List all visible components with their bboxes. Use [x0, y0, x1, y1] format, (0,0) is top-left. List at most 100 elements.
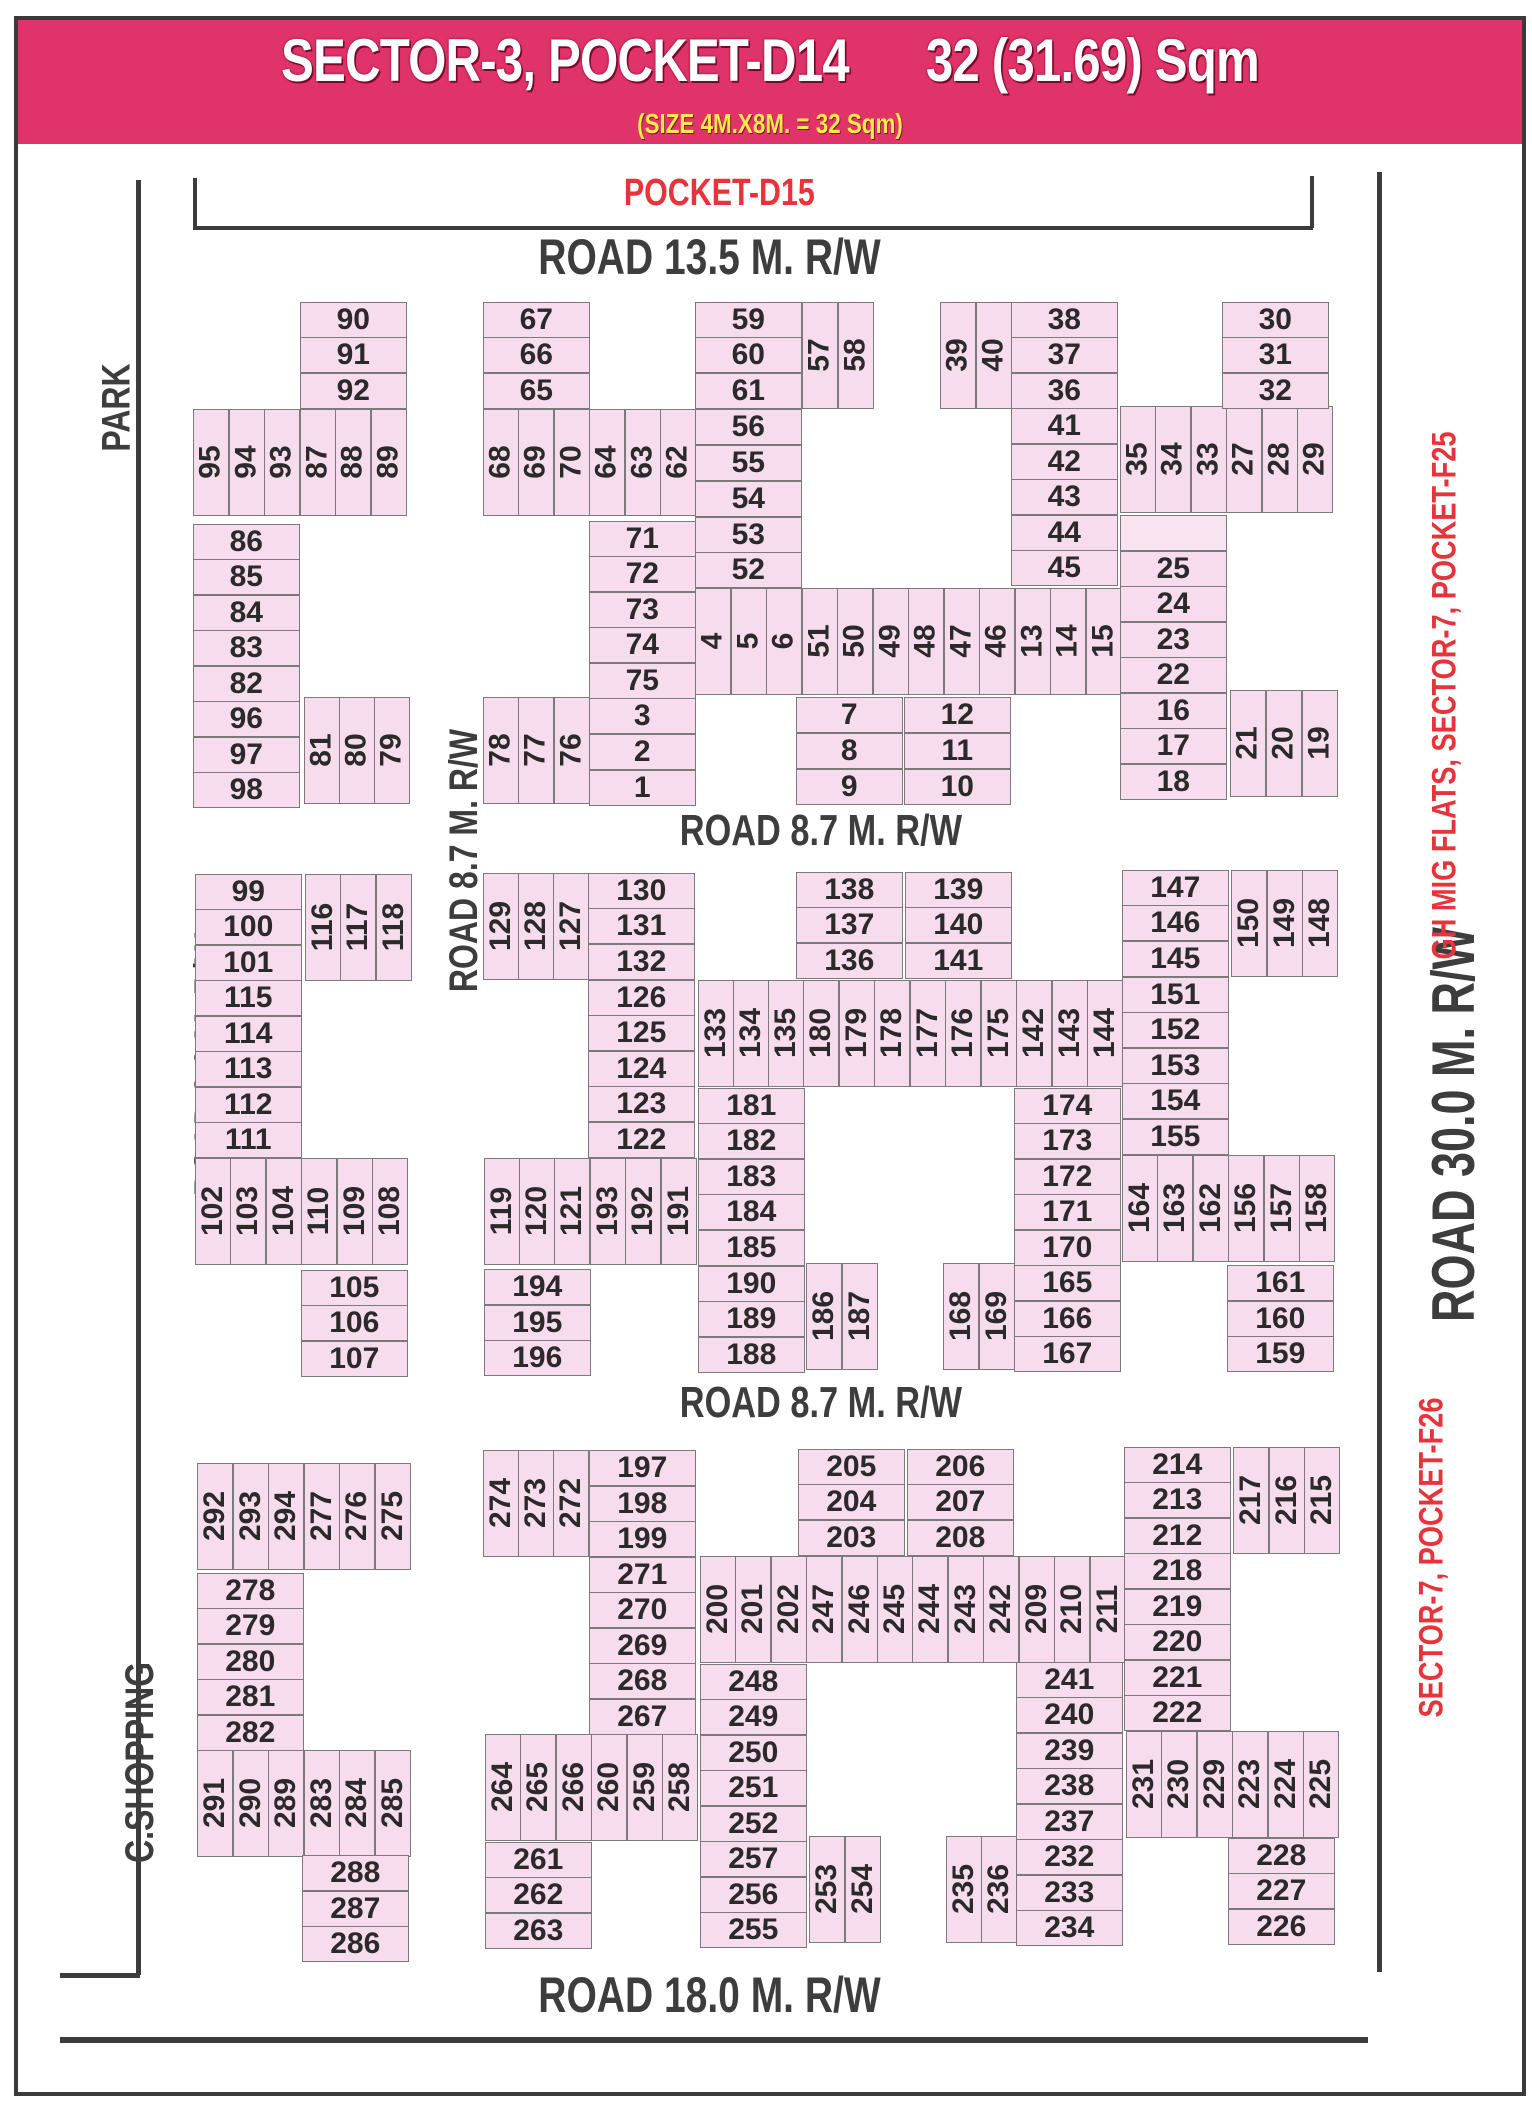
plot-220[interactable]: 220 — [1124, 1624, 1231, 1660]
plot-20[interactable]: 20 — [1266, 690, 1302, 797]
plot-117[interactable]: 117 — [340, 874, 376, 981]
plot-201[interactable]: 201 — [735, 1556, 771, 1663]
plot-13[interactable]: 13 — [1015, 588, 1051, 695]
plot-140[interactable]: 140 — [905, 907, 1012, 943]
plot-87[interactable]: 87 — [300, 409, 336, 516]
plot-3[interactable]: 3 — [589, 698, 696, 734]
plot-177[interactable]: 177 — [910, 980, 946, 1087]
plot-154[interactable]: 154 — [1122, 1083, 1229, 1119]
plot-196[interactable]: 196 — [484, 1340, 591, 1376]
plot-144[interactable]: 144 — [1087, 980, 1123, 1087]
plot-252[interactable]: 252 — [700, 1806, 807, 1842]
plot-106[interactable]: 106 — [301, 1305, 408, 1341]
plot-162[interactable]: 162 — [1193, 1155, 1229, 1262]
plot-81[interactable]: 81 — [304, 697, 340, 804]
plot-187[interactable]: 187 — [842, 1263, 878, 1370]
plot-1[interactable]: 1 — [589, 770, 696, 806]
plot-171[interactable]: 171 — [1014, 1194, 1121, 1230]
plot-211[interactable]: 211 — [1090, 1556, 1126, 1663]
plot-7[interactable]: 7 — [796, 697, 903, 733]
plot-32[interactable]: 32 — [1222, 373, 1329, 409]
plot-209[interactable]: 209 — [1019, 1556, 1055, 1663]
plot-36[interactable]: 36 — [1011, 373, 1118, 409]
plot-128[interactable]: 128 — [518, 873, 554, 980]
plot-226[interactable]: 226 — [1228, 1909, 1335, 1945]
plot-141[interactable]: 141 — [905, 943, 1012, 979]
plot-232[interactable]: 232 — [1016, 1839, 1123, 1875]
plot-182[interactable]: 182 — [698, 1123, 805, 1159]
plot-145[interactable]: 145 — [1122, 941, 1229, 977]
plot-205[interactable]: 205 — [798, 1449, 905, 1485]
plot-99[interactable]: 99 — [195, 874, 302, 910]
plot-272[interactable]: 272 — [553, 1450, 589, 1557]
plot-123[interactable]: 123 — [588, 1086, 695, 1122]
plot-17[interactable]: 17 — [1120, 728, 1227, 764]
plot-137[interactable]: 137 — [796, 907, 903, 943]
plot-76[interactable]: 76 — [554, 697, 590, 804]
plot-9[interactable]: 9 — [796, 769, 903, 805]
plot-110[interactable]: 110 — [301, 1158, 337, 1265]
plot-294[interactable]: 294 — [268, 1463, 304, 1570]
plot-43[interactable]: 43 — [1011, 479, 1118, 515]
plot-283[interactable]: 283 — [304, 1750, 340, 1857]
plot-118[interactable]: 118 — [376, 874, 412, 981]
plot-254[interactable]: 254 — [845, 1836, 881, 1943]
plot-109[interactable]: 109 — [337, 1158, 373, 1265]
plot-239[interactable]: 239 — [1016, 1733, 1123, 1769]
plot-94[interactable]: 94 — [229, 409, 265, 516]
plot-231[interactable]: 231 — [1126, 1731, 1162, 1838]
plot-68[interactable]: 68 — [483, 409, 519, 516]
plot-225[interactable]: 225 — [1303, 1731, 1339, 1838]
plot-164[interactable]: 164 — [1122, 1155, 1158, 1262]
plot-130[interactable]: 130 — [588, 873, 695, 909]
plot-95[interactable]: 95 — [193, 409, 229, 516]
plot-41[interactable]: 41 — [1011, 408, 1118, 444]
plot-169[interactable]: 169 — [979, 1263, 1015, 1370]
plot-38[interactable]: 38 — [1011, 302, 1118, 338]
plot-53[interactable]: 53 — [695, 517, 802, 553]
plot-90[interactable]: 90 — [300, 302, 407, 338]
plot-250[interactable]: 250 — [700, 1735, 807, 1771]
plot-19[interactable]: 19 — [1302, 690, 1338, 797]
plot-58[interactable]: 58 — [838, 302, 874, 409]
plot-23[interactable]: 23 — [1120, 622, 1227, 658]
plot-246[interactable]: 246 — [842, 1556, 878, 1663]
plot-46[interactable]: 46 — [979, 588, 1015, 695]
plot-275[interactable]: 275 — [375, 1463, 411, 1570]
plot-83[interactable]: 83 — [193, 630, 300, 666]
plot-198[interactable]: 198 — [589, 1486, 696, 1522]
plot-227[interactable]: 227 — [1228, 1873, 1335, 1909]
plot-197[interactable]: 197 — [589, 1450, 696, 1486]
plot-37[interactable]: 37 — [1011, 337, 1118, 373]
plot-215[interactable]: 215 — [1304, 1447, 1340, 1554]
plot-101[interactable]: 101 — [195, 945, 302, 981]
plot-282[interactable]: 282 — [197, 1715, 304, 1751]
plot-129[interactable]: 129 — [483, 873, 519, 980]
plot-152[interactable]: 152 — [1122, 1012, 1229, 1048]
plot-136[interactable]: 136 — [796, 943, 903, 979]
plot-54[interactable]: 54 — [695, 481, 802, 517]
plot-168[interactable]: 168 — [943, 1263, 979, 1370]
plot-10[interactable]: 10 — [904, 769, 1011, 805]
plot-42[interactable]: 42 — [1011, 444, 1118, 480]
plot-127[interactable]: 127 — [553, 873, 589, 980]
plot-148[interactable]: 148 — [1302, 870, 1338, 977]
plot-212[interactable]: 212 — [1124, 1518, 1231, 1554]
plot-65[interactable]: 65 — [483, 373, 590, 409]
plot-260[interactable]: 260 — [591, 1734, 627, 1841]
plot-11[interactable]: 11 — [904, 733, 1011, 769]
plot-15[interactable]: 15 — [1086, 588, 1122, 695]
plot-149[interactable]: 149 — [1267, 870, 1303, 977]
plot-224[interactable]: 224 — [1268, 1731, 1304, 1838]
plot-280[interactable]: 280 — [197, 1644, 304, 1680]
plot-79[interactable]: 79 — [374, 697, 410, 804]
plot-172[interactable]: 172 — [1014, 1159, 1121, 1195]
plot-16[interactable]: 16 — [1120, 693, 1227, 729]
plot-92[interactable]: 92 — [300, 373, 407, 409]
plot-134[interactable]: 134 — [733, 980, 769, 1087]
plot-287[interactable]: 287 — [302, 1891, 409, 1927]
plot-244[interactable]: 244 — [912, 1556, 948, 1663]
plot-80[interactable]: 80 — [339, 697, 375, 804]
plot-111[interactable]: 111 — [195, 1122, 302, 1158]
plot-175[interactable]: 175 — [981, 980, 1017, 1087]
